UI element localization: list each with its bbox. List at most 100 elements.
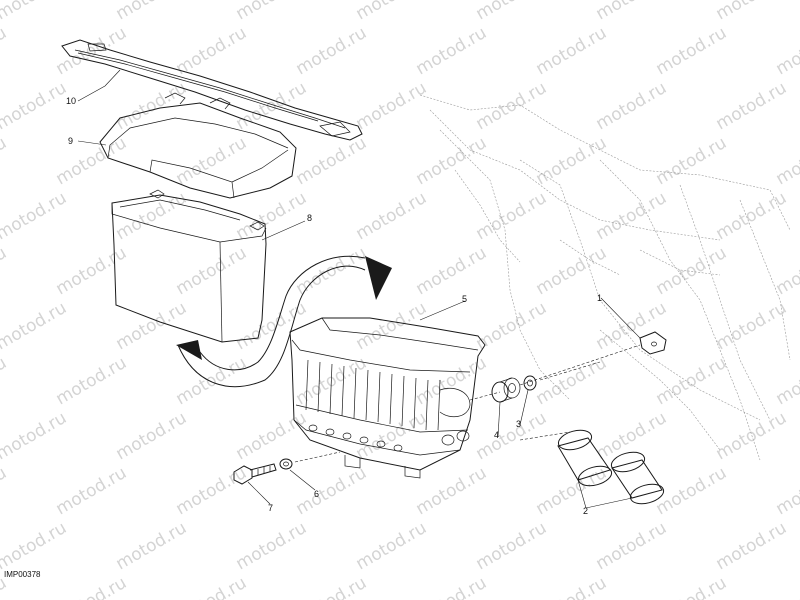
watermark-text: motod.ru bbox=[53, 243, 131, 299]
callout-labels: 1 2 3 4 5 6 7 8 9 10 bbox=[66, 96, 602, 516]
watermark-text: motod.ru bbox=[293, 573, 371, 600]
watermark-text: motod.ru bbox=[593, 408, 671, 464]
watermark-text: motod.ru bbox=[173, 23, 251, 79]
watermark-text: motod.ru bbox=[0, 0, 70, 24]
watermark-text: motod.ru bbox=[533, 573, 611, 600]
watermark-text: motod.ru bbox=[53, 573, 131, 600]
spacer-bushing-part bbox=[491, 377, 521, 403]
watermark-text: motod.ru bbox=[0, 298, 70, 354]
watermark-text: motod.ru bbox=[533, 23, 611, 79]
washer-part-3 bbox=[523, 375, 537, 391]
watermark-text: motod.ru bbox=[413, 353, 491, 409]
callout-number: 1 bbox=[597, 293, 602, 303]
watermark-text: motod.ru bbox=[353, 78, 431, 134]
watermark-text: motod.ru bbox=[593, 518, 671, 574]
watermark-text: motod.ru bbox=[233, 0, 311, 24]
watermark-text: motod.ru bbox=[353, 408, 431, 464]
callout-number: 10 bbox=[66, 96, 76, 106]
callout-number: 3 bbox=[516, 419, 521, 429]
callout-number: 2 bbox=[583, 506, 588, 516]
watermark-text: motod.ru bbox=[173, 133, 251, 189]
watermark-text: motod.ru bbox=[533, 353, 611, 409]
watermark-text: motod.ru bbox=[473, 78, 551, 134]
watermark-text: motod.ru bbox=[173, 573, 251, 600]
watermark-text: motod.ru bbox=[293, 133, 371, 189]
watermark-text: motod.ru bbox=[0, 573, 10, 600]
watermark-text: motod.ru bbox=[413, 243, 491, 299]
watermark-text: motod.ru bbox=[653, 23, 731, 79]
watermark-text: motod.ru bbox=[113, 408, 191, 464]
callout-number: 5 bbox=[462, 294, 467, 304]
watermark-text: motod.ru bbox=[653, 353, 731, 409]
watermark-text: motod.ru bbox=[593, 298, 671, 354]
watermark-text: motod.ru bbox=[473, 0, 551, 24]
watermark-text: motod.ru bbox=[233, 408, 311, 464]
watermark-text: motod.ru bbox=[773, 463, 800, 519]
assembly-guide-lines bbox=[294, 344, 641, 463]
watermark-text: motod.ru bbox=[653, 133, 731, 189]
battery-part bbox=[111, 189, 267, 343]
watermark-text: motod.ru bbox=[353, 188, 431, 244]
watermark-text: motod.ru bbox=[53, 353, 131, 409]
watermark-text: motod.ru bbox=[0, 188, 70, 244]
watermark-text: motod.ru bbox=[473, 188, 551, 244]
battery-cover-part bbox=[99, 92, 297, 199]
watermark-text: motod.ru bbox=[113, 518, 191, 574]
watermark-text: motod.ru bbox=[173, 243, 251, 299]
watermark-text: motod.ru bbox=[593, 0, 671, 24]
callout-number: 9 bbox=[68, 136, 73, 146]
watermark-text: motod.ru bbox=[653, 573, 731, 600]
watermark-text: motod.ru bbox=[593, 78, 671, 134]
watermark-text: motod.ru bbox=[233, 518, 311, 574]
watermark-text: motod.ru bbox=[773, 133, 800, 189]
watermark-text: motod.ru bbox=[0, 133, 10, 189]
watermark-text: motod.ru bbox=[773, 23, 800, 79]
watermark-text: motod.ru bbox=[713, 0, 791, 24]
watermark-text: motod.ru bbox=[473, 518, 551, 574]
battery-holder-tray-part bbox=[289, 317, 486, 479]
watermark-text: motod.ru bbox=[293, 463, 371, 519]
watermark-text: motod.ru bbox=[0, 463, 10, 519]
watermark-text: motod.ru bbox=[413, 573, 491, 600]
callout-leaders bbox=[77, 69, 641, 509]
watermark-text: motod.ru bbox=[233, 78, 311, 134]
watermark-text: motod.ru bbox=[353, 518, 431, 574]
bracket-clip-part bbox=[639, 331, 667, 355]
callout-number: 4 bbox=[494, 430, 499, 440]
watermark-text: motod.ru bbox=[653, 463, 731, 519]
watermark-text: motod.ru bbox=[713, 408, 791, 464]
watermark-text: motod.ru bbox=[0, 353, 10, 409]
watermark-text: motod.ru bbox=[0, 23, 10, 79]
watermark-text: motod.ru bbox=[0, 408, 70, 464]
assembly-direction-arrow bbox=[176, 255, 392, 388]
frame-ghost-outline bbox=[419, 94, 791, 461]
watermark-text: motod.ru bbox=[0, 78, 70, 134]
watermark-text: motod.ru bbox=[713, 518, 791, 574]
watermark-text: motod.ru bbox=[413, 133, 491, 189]
watermark-text: motod.ru bbox=[713, 78, 791, 134]
watermark-text: motod.ru bbox=[533, 243, 611, 299]
watermark-text: motod.ru bbox=[413, 23, 491, 79]
watermark-text: motod.ru bbox=[0, 243, 10, 299]
bolt-part bbox=[233, 463, 277, 485]
watermark-text: motod.ru bbox=[713, 298, 791, 354]
watermark-text: motod.ru bbox=[773, 353, 800, 409]
watermark-text: motod.ru bbox=[533, 133, 611, 189]
reference-code: IMP00378 bbox=[4, 570, 41, 579]
retaining-strap-part bbox=[61, 39, 363, 141]
watermark-text: motod.ru bbox=[413, 463, 491, 519]
watermark-text: motod.ru bbox=[773, 243, 800, 299]
watermark-text: motod.ru bbox=[773, 573, 800, 600]
watermark-text: motod.ru bbox=[173, 463, 251, 519]
watermark-text: motod.ru bbox=[593, 188, 671, 244]
watermark-text: motod.ru bbox=[0, 518, 70, 574]
watermark-text: motod.ru bbox=[113, 0, 191, 24]
washer-part-6 bbox=[279, 458, 293, 470]
callout-number: 8 bbox=[307, 213, 312, 223]
watermark-text: motod.ru bbox=[53, 463, 131, 519]
rubber-mount-part bbox=[557, 429, 665, 505]
watermark-text: motod.ru bbox=[473, 408, 551, 464]
watermark-text: motod.ru bbox=[713, 188, 791, 244]
